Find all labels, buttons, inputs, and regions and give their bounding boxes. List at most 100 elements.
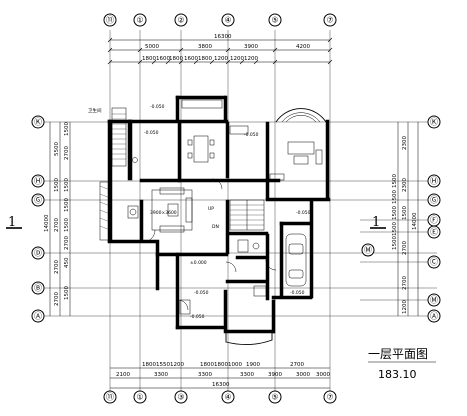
axis-left-2: Ⓗ — [34, 177, 42, 186]
level-7: -0.050 — [244, 132, 259, 138]
axis-top-5: ⑤ — [271, 16, 278, 25]
axis-right-5: Ⓔ — [430, 228, 438, 237]
left-dim-1: 5500 — [54, 142, 60, 156]
bottom-dim-r2-5: 3900 — [268, 372, 282, 378]
axis-left-5: Ⓑ — [34, 284, 42, 293]
top-dim-4: 4200 — [296, 44, 310, 50]
axis-bottom-1: ⑪ — [106, 393, 114, 402]
bottom-dim-r2-6: 3000 — [296, 372, 310, 378]
level-5: -0.050 — [290, 290, 305, 296]
section-mark-left-label: 1 — [8, 215, 16, 230]
left-inner-8: 1500 — [64, 286, 70, 300]
axis-right-7: Ⓒ — [430, 258, 438, 267]
top-dim-2: 3800 — [198, 44, 212, 50]
axis-right-4: Ⓕ — [430, 216, 438, 225]
top-dim-1: 5000 — [145, 44, 159, 50]
bottom-dim-r1-3: 1200 — [170, 362, 184, 368]
axis-right-2: Ⓗ — [430, 177, 438, 186]
top-dim-r2-4: 1600 — [184, 56, 198, 62]
top-axis-markers: ⑪ ① ② ④ ⑤ ⑦ — [103, 13, 337, 27]
axis-bottom-2: ① — [136, 393, 143, 402]
axis-top-6: ⑦ — [326, 16, 333, 25]
axis-right-9: Ⓐ — [430, 312, 438, 321]
right-dim-5: 2700 — [402, 276, 408, 290]
drawing-title: 一层平面图 — [368, 347, 428, 361]
axis-bottom-5: ⑤ — [271, 393, 278, 402]
bathroom-fixtures — [179, 239, 267, 315]
dining-furniture — [187, 135, 215, 163]
level-3: ±0.000 — [190, 260, 207, 266]
room-labels: -0.050 -0.050 ±0.000 -0.050 -0.050 -0.05… — [88, 104, 311, 320]
left-inner-1: 1500 — [64, 122, 70, 136]
right-inner-5: 1500 — [392, 236, 398, 250]
bottom-dim-r1-8: 2700 — [290, 362, 304, 368]
door-swings — [142, 178, 277, 311]
section-mark-right: 1 — [370, 215, 386, 230]
top-dim-r2-7: 1200 — [230, 56, 244, 62]
building-outline — [107, 95, 331, 334]
right-inner-2: 1500 — [392, 190, 398, 204]
right-inner-4: 1500 — [392, 222, 398, 236]
bottom-dim-r2-4: 3300 — [240, 372, 254, 378]
section-mark-right-label: 1 — [372, 215, 380, 230]
right-dim-1: 2300 — [402, 136, 408, 150]
right-axis-markers: Ⓚ Ⓗ Ⓖ Ⓕ Ⓔ Ⓜ Ⓒ Ⓜ Ⓐ — [361, 115, 441, 323]
top-dim-r2-2: 1600 — [156, 56, 170, 62]
interior-stair — [229, 199, 265, 231]
left-inner-6: 2700 — [64, 236, 70, 250]
bottom-dim-r1-2: 1550 — [156, 362, 170, 368]
top-dimensions: 16300 5000 3800 3900 4200 1800 1600 1800… — [107, 34, 333, 65]
right-dim-2: 2300 — [402, 178, 408, 192]
marker-wc: 卫生间 — [88, 107, 102, 114]
left-dim-4: 2700 — [54, 260, 60, 274]
drawing-title-block: 一层平面图 183.10 — [368, 347, 436, 381]
left-inner-7: 450 — [64, 257, 70, 268]
axis-right-3: Ⓖ — [430, 196, 438, 205]
top-dim-r2-1: 1800 — [142, 56, 156, 62]
round-bay — [275, 108, 327, 123]
drawing-area: 183.10 — [378, 368, 417, 381]
round-room-furniture — [269, 141, 323, 181]
marker-dn: DN — [212, 224, 219, 230]
bottom-dim-r1-7: 1900 — [246, 362, 260, 368]
axis-right-1: Ⓚ — [430, 118, 438, 127]
axis-left-4: Ⓓ — [34, 249, 42, 258]
axis-left-1: Ⓚ — [34, 118, 42, 127]
axis-right-8: Ⓜ — [430, 296, 438, 305]
axis-bottom-4: ④ — [224, 393, 231, 402]
left-dim-3: 2700 — [54, 218, 60, 232]
axis-top-2: ① — [136, 16, 143, 25]
axis-bottom-3: ③ — [177, 393, 184, 402]
grid-lines — [40, 30, 437, 392]
terrace-edge — [99, 181, 111, 241]
level-6: -0.050 — [296, 210, 311, 216]
left-total-dim: 14000 — [44, 214, 50, 232]
right-inner-1: 1500 — [392, 174, 398, 188]
bottom-dim-r1-6: 1000 — [228, 362, 242, 368]
left-inner-2: 2700 — [64, 146, 70, 160]
level-1: -0.050 — [150, 104, 165, 110]
top-dim-r2-6: 1200 — [214, 56, 228, 62]
left-stair — [111, 107, 127, 167]
level-2: -0.050 — [144, 130, 159, 136]
axis-bottom-6: ⑦ — [326, 393, 333, 402]
bottom-axis-markers: ⑪ ① ③ ④ ⑤ ⑦ — [103, 390, 337, 404]
garage-car — [285, 233, 307, 287]
living-room-furniture — [127, 187, 193, 233]
bottom-dim-r1-1: 1800 — [142, 362, 156, 368]
bottom-total-dim: 16300 — [212, 382, 230, 388]
bottom-dim-r1-5: 1800 — [214, 362, 228, 368]
left-axis-markers: Ⓚ Ⓗ Ⓖ Ⓓ Ⓑ Ⓐ — [31, 115, 45, 323]
axis-left-3: Ⓖ — [34, 196, 42, 205]
bottom-dim-r2-7: 3000 — [316, 372, 330, 378]
axis-left-6: Ⓐ — [34, 312, 42, 321]
right-total-dim: 14000 — [412, 212, 418, 230]
bottom-dimensions: 1800 1550 1200 1800 1800 1000 1900 2700 … — [110, 362, 330, 389]
top-dim-r2-8: 1200 — [244, 56, 258, 62]
axis-right-6: Ⓜ — [364, 246, 372, 255]
level-8: -0.050 — [190, 314, 205, 320]
left-dim-5: 2700 — [54, 292, 60, 306]
bottom-bay — [225, 330, 273, 345]
marker-up: UP — [208, 206, 214, 212]
